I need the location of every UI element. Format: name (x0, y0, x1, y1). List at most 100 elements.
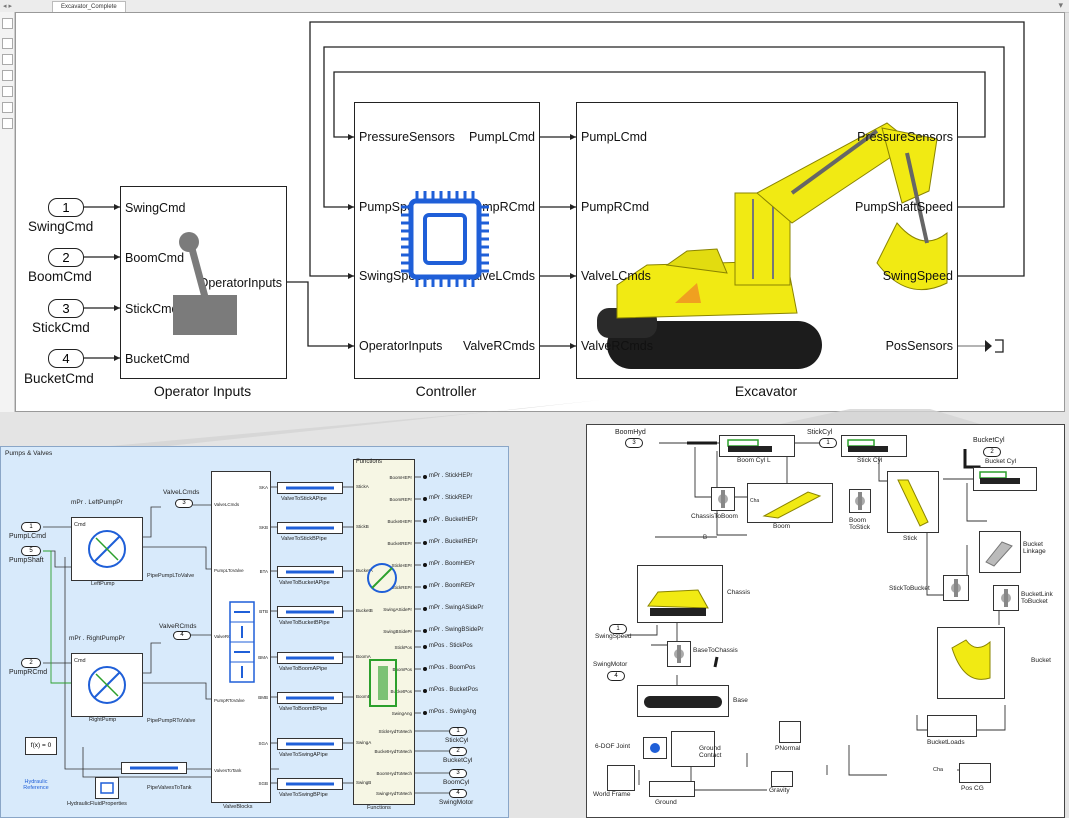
block-label: Chassis (727, 589, 751, 596)
port-label: ValveLCmds (465, 269, 535, 283)
ground-contact-block[interactable] (671, 731, 715, 767)
outport-label: SwingMotor (439, 799, 474, 806)
fit-view-icon[interactable] (2, 54, 13, 65)
outport-stickcyl[interactable]: 1 (449, 727, 467, 736)
pipe-block[interactable] (121, 762, 187, 774)
port-label: BucketHydToMech (374, 749, 412, 754)
port-label: BoomA (356, 654, 371, 659)
pipe-block[interactable] (277, 606, 343, 618)
outport-boomcyl[interactable]: 3 (449, 769, 467, 778)
functions-block[interactable]: Functions StickA StickB BucketA BucketB … (353, 459, 415, 805)
chassis-body-block[interactable] (637, 565, 723, 623)
port-label: SwingBSidePr (383, 629, 412, 634)
outport-swingmotor[interactable]: 4 (449, 789, 467, 798)
right-pump-block[interactable]: Cmd (71, 653, 143, 717)
boom-cyl-l-block[interactable] (719, 435, 795, 457)
outport-bucketcyl[interactable]: 2 (449, 747, 467, 756)
measurement-label: mPr . BucketREPr (429, 539, 478, 545)
mechanics-subsystem[interactable]: BoomHyd 3 StickCyl 1 BucketCyl 2 Boom Cy… (586, 424, 1065, 818)
port-label: StickCyl (807, 429, 833, 436)
linkage-icon (985, 541, 1013, 567)
stick-cyl-block[interactable] (841, 435, 907, 457)
ground-block[interactable] (649, 781, 695, 797)
inport-bucketcyl[interactable]: 2 (983, 447, 1001, 457)
inport-valvelcmds[interactable]: 3 (175, 499, 193, 508)
port-label: BTA (259, 569, 268, 574)
area-icon[interactable] (2, 118, 13, 129)
bucket-linkage-block[interactable] (979, 531, 1021, 573)
pipe-block[interactable] (277, 778, 343, 790)
gravity-block[interactable] (771, 771, 793, 787)
six-dof-joint-block[interactable] (643, 737, 667, 759)
bucketlink-to-bucket-joint[interactable] (993, 585, 1019, 611)
excavator-block[interactable]: PumpLCmd PumpRCmd ValveLCmds ValveRCmds … (576, 102, 958, 379)
block-label: Ground (655, 799, 677, 806)
pipe-block[interactable] (277, 522, 343, 534)
pipe-label: ValveToSwingAPipe (279, 752, 328, 758)
pos-cg-block[interactable] (959, 763, 991, 783)
left-pump-block[interactable]: Cmd (71, 517, 143, 581)
pumps-valves-subsystem[interactable]: Pumps & Valves (0, 446, 509, 818)
world-frame-block[interactable] (607, 765, 635, 791)
inport-swingcmd[interactable]: 1 (48, 198, 84, 217)
bucket-cyl-block[interactable] (973, 467, 1037, 491)
pipe-label: ValveToBucketBPipe (279, 620, 330, 626)
port-label: SwingASidePr (383, 607, 412, 612)
excavator-title: Excavator (734, 383, 798, 399)
model-tab[interactable]: Excavator_Complete (52, 1, 126, 12)
inport-stickcyl[interactable]: 1 (819, 438, 837, 448)
inport-bucketcmd[interactable]: 4 (48, 349, 84, 368)
operator-inputs-block[interactable]: SwingCmd BoomCmd StickCmd BucketCmd Oper… (120, 186, 287, 379)
inport-valvercmds[interactable]: 4 (173, 631, 191, 640)
port-label: BoomPos (392, 667, 412, 672)
base-body-block[interactable] (637, 685, 729, 717)
nav-arrows-icon[interactable]: ◂ ▸ (3, 3, 12, 10)
pipe-block[interactable] (277, 482, 343, 494)
block-label: Ground Contact (699, 745, 722, 759)
pipe-block[interactable] (277, 738, 343, 750)
block-label: Boom Cyl L (737, 457, 771, 464)
measurement-label: mPr . LeftPumpPr (71, 499, 123, 506)
inport-pumpshaft[interactable]: 5 (21, 546, 41, 556)
inport-boomcmd[interactable]: 2 (48, 248, 84, 267)
chassis-to-boom-joint[interactable] (711, 487, 735, 511)
canvas-toolbar (0, 12, 15, 412)
inport-pumplcmd[interactable]: 1 (21, 522, 41, 532)
bucket-loads-block[interactable] (927, 715, 977, 737)
port-label: BucketB (356, 608, 373, 613)
pipe-label: ValveToBucketAPipe (279, 580, 330, 586)
block-label: Boom (773, 523, 790, 530)
valve-blocks[interactable]: ValveLCmds PumpLToValve ValveRCmds PumpR… (211, 471, 271, 803)
arrow-icon[interactable] (2, 70, 13, 81)
port-label: StickB (356, 524, 369, 529)
controller-block[interactable]: PressureSensors PumpSpeed SwingSpeed Ope… (354, 102, 540, 379)
hide-icon[interactable] (2, 18, 13, 29)
pipe-label: ValveToStickBPipe (281, 536, 327, 542)
inport-swingmotor[interactable]: 4 (607, 671, 625, 681)
pipe-block[interactable] (277, 692, 343, 704)
block-label: Pos CG (961, 785, 984, 792)
solver-config-block[interactable]: f(x) = 0 (25, 737, 57, 755)
port-label: PumpLCmd (469, 130, 535, 144)
annotation-icon[interactable] (2, 102, 13, 113)
stick-to-bucket-joint[interactable] (943, 575, 969, 601)
pipe-label: PipePumpLToValve (147, 573, 195, 579)
pnormal-scope[interactable] (779, 721, 801, 743)
bucket-body-block[interactable] (937, 627, 1005, 699)
stick-body-block[interactable] (887, 471, 939, 533)
base-to-chassis-joint[interactable] (667, 641, 691, 667)
pipe-label: ValveToStickAPipe (281, 496, 327, 502)
pipe-block[interactable] (277, 566, 343, 578)
outport-swingspeed[interactable]: 1 (609, 624, 627, 634)
boom-to-stick-joint[interactable] (849, 489, 871, 513)
inport-stickcmd[interactable]: 3 (48, 299, 84, 318)
block-label: Bucket (1031, 657, 1051, 664)
inport-pumprcmd[interactable]: 2 (21, 658, 41, 668)
image-icon[interactable] (2, 86, 13, 97)
inport-boomhyd[interactable]: 3 (625, 438, 643, 448)
zoom-icon[interactable] (2, 38, 13, 49)
fluid-properties-block[interactable] (95, 777, 119, 799)
pipe-block[interactable] (277, 652, 343, 664)
expand-icon[interactable]: ▾ (1058, 0, 1063, 10)
boom-body-block[interactable]: Cha (747, 483, 833, 523)
